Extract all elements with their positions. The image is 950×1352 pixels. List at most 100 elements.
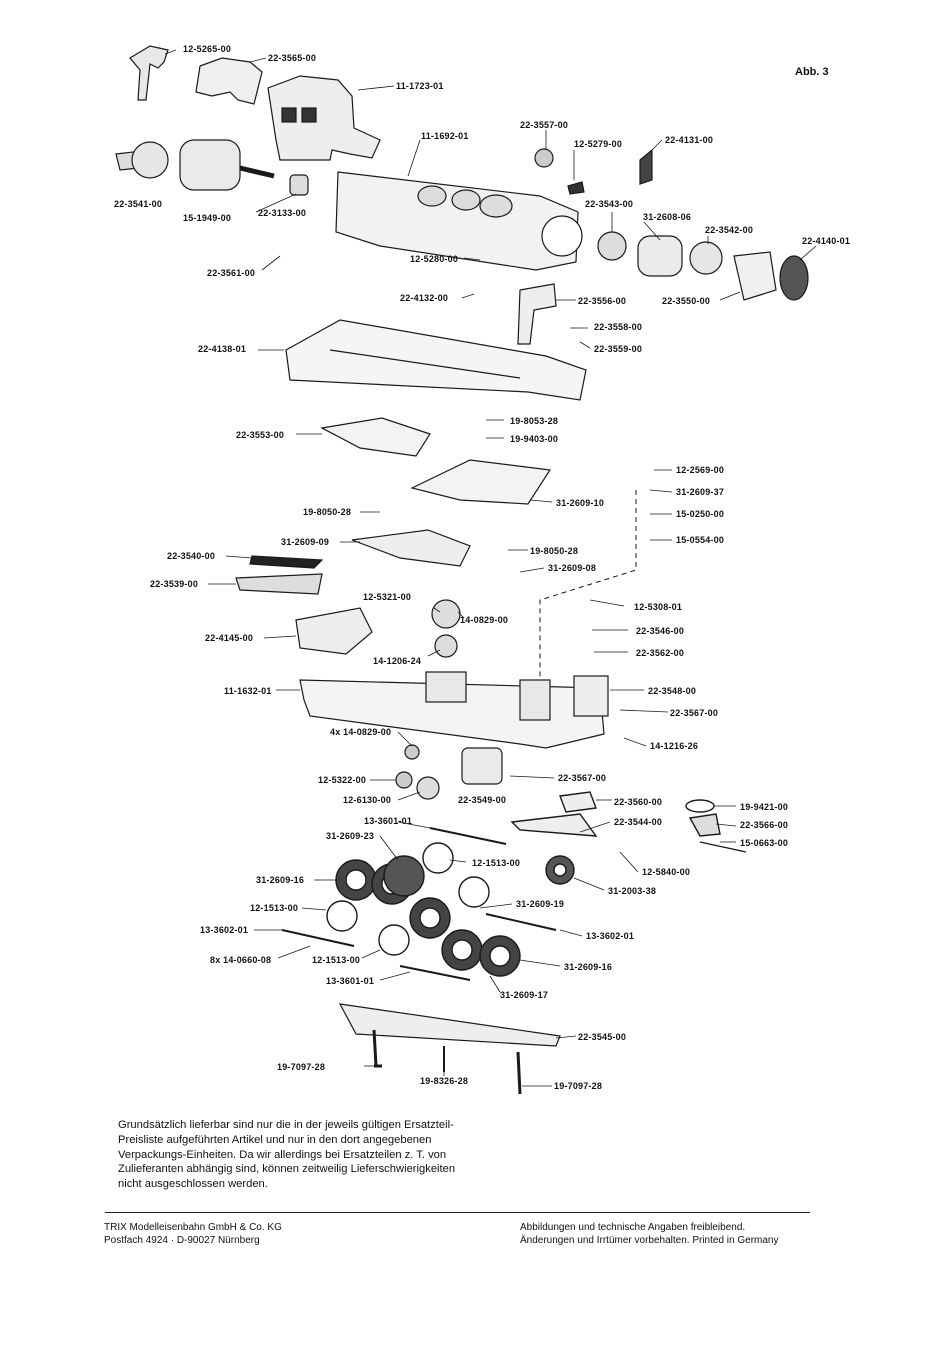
cab-roof-part bbox=[129, 45, 263, 105]
leader-lines bbox=[164, 49, 817, 1087]
disclaimer-line: Abbildungen und technische Angaben freib… bbox=[520, 1222, 746, 1233]
part-label: 11-1632-01 bbox=[224, 686, 272, 696]
part-label: 15-0663-00 bbox=[740, 838, 789, 848]
footer-divider bbox=[105, 1212, 810, 1213]
part-label: 31-2609-16 bbox=[256, 875, 305, 885]
part-label: 22-3567-00 bbox=[670, 708, 719, 718]
part-label: 15-0554-00 bbox=[676, 535, 725, 545]
part-label: 19-8050-28 bbox=[530, 546, 579, 556]
part-label: 22-3567-00 bbox=[558, 773, 607, 783]
part-label: 13-3601-01 bbox=[364, 816, 413, 826]
part-label: 19-9421-00 bbox=[740, 802, 789, 812]
part-label: 22-4132-00 bbox=[400, 293, 449, 303]
boiler-part bbox=[335, 171, 583, 271]
part-label: 31-2608-06 bbox=[643, 212, 692, 222]
part-label: 22-3549-00 bbox=[458, 795, 507, 805]
part-label: 12-5280-00 bbox=[410, 254, 459, 264]
part-label: 31-2609-10 bbox=[556, 498, 605, 508]
part-label: 22-4140-01 bbox=[802, 236, 851, 246]
part-label: 15-1949-00 bbox=[183, 213, 232, 223]
disclaimer: Abbildungen und technische Angaben freib… bbox=[520, 1222, 778, 1247]
part-label: 13-3602-01 bbox=[200, 925, 249, 935]
part-label: 22-3558-00 bbox=[594, 322, 643, 332]
cab-body-part bbox=[267, 75, 381, 161]
drive-parts-right bbox=[534, 148, 809, 301]
part-label: 14-0829-00 bbox=[460, 615, 509, 625]
part-label: 12-1513-00 bbox=[472, 858, 521, 868]
part-label: 22-3543-00 bbox=[585, 199, 634, 209]
part-label: 22-3559-00 bbox=[594, 344, 643, 354]
part-label: 19-8053-28 bbox=[510, 416, 559, 426]
part-label: 12-1513-00 bbox=[250, 903, 299, 913]
part-label: 31-2609-09 bbox=[281, 537, 330, 547]
part-label: 22-3560-00 bbox=[614, 797, 663, 807]
part-label: 22-3539-00 bbox=[150, 579, 199, 589]
part-label: 12-5308-01 bbox=[634, 602, 683, 612]
part-label: 12-5265-00 bbox=[183, 44, 232, 54]
part-label: 12-6130-00 bbox=[343, 795, 392, 805]
part-label: 31-2609-19 bbox=[516, 899, 565, 909]
part-label: 19-8326-28 bbox=[420, 1076, 469, 1086]
part-label: 8x 14-0660-08 bbox=[210, 955, 272, 965]
part-label: 22-3557-00 bbox=[520, 120, 569, 130]
part-label: 31-2609-16 bbox=[564, 962, 613, 972]
part-label: 22-3545-00 bbox=[578, 1032, 627, 1042]
main-frame-part bbox=[299, 671, 609, 749]
availability-note: Grundsätzlich lieferbar sind nur die in … bbox=[118, 1119, 456, 1191]
part-label: 22-3542-00 bbox=[705, 225, 754, 235]
company-address: TRIX Modelleisenbahn GmbH & Co. KG Postf… bbox=[104, 1222, 282, 1247]
part-label: 22-3548-00 bbox=[648, 686, 697, 696]
part-label: 22-3546-00 bbox=[636, 626, 685, 636]
part-label: 14-1216-26 bbox=[650, 741, 699, 751]
part-label: 12-1513-00 bbox=[312, 955, 361, 965]
part-label: 22-3544-00 bbox=[614, 817, 663, 827]
part-label: 19-7097-28 bbox=[554, 1081, 603, 1091]
figure-label: Abb. 3 bbox=[795, 66, 829, 78]
disclaimer-line: Änderungen und Irrtümer vorbehalten. Pri… bbox=[520, 1234, 779, 1246]
part-label: 22-3556-00 bbox=[578, 296, 627, 306]
part-label: 15-0250-00 bbox=[676, 509, 725, 519]
part-label: 31-2609-08 bbox=[548, 563, 597, 573]
assembly-guide-line bbox=[539, 490, 637, 680]
part-label: 12-5321-00 bbox=[363, 592, 412, 602]
upper-frame-part bbox=[285, 283, 587, 401]
part-label: 14-1206-24 bbox=[373, 656, 422, 666]
motor-part bbox=[115, 139, 309, 196]
part-label: 22-4131-00 bbox=[665, 135, 714, 145]
part-label: 13-3601-01 bbox=[326, 976, 375, 986]
part-label: 22-3550-00 bbox=[662, 296, 711, 306]
part-label: 22-4138-01 bbox=[198, 344, 247, 354]
gear-assembly-parts bbox=[235, 417, 552, 658]
part-label: 22-3553-00 bbox=[236, 430, 285, 440]
part-label: 22-3133-00 bbox=[258, 208, 307, 218]
part-label: 31-2609-17 bbox=[500, 990, 549, 1000]
company-postal: Postfach 4924 · D-90027 Nürnberg bbox=[104, 1234, 260, 1246]
part-label: 22-3540-00 bbox=[167, 551, 216, 561]
part-label: 31-2609-23 bbox=[326, 831, 375, 841]
part-label: 22-3562-00 bbox=[636, 648, 685, 658]
part-label: 22-4145-00 bbox=[205, 633, 254, 643]
wheel-sets bbox=[281, 791, 747, 981]
part-label: 31-2003-38 bbox=[608, 886, 657, 896]
part-label: 11-1723-01 bbox=[396, 81, 444, 91]
part-label: 12-5279-00 bbox=[574, 139, 623, 149]
bottom-plate-part bbox=[338, 1003, 561, 1095]
part-label: 19-8050-28 bbox=[303, 507, 352, 517]
part-label: 31-2609-37 bbox=[676, 487, 725, 497]
part-label: 11-1692-01 bbox=[421, 131, 469, 141]
part-label: 22-3541-00 bbox=[114, 199, 163, 209]
part-label: 19-9403-00 bbox=[510, 434, 559, 444]
company-name: TRIX Modelleisenbahn GmbH & Co. KG bbox=[104, 1222, 282, 1233]
part-label: 22-3566-00 bbox=[740, 820, 789, 830]
part-label: 22-3565-00 bbox=[268, 53, 317, 63]
part-label: 13-3602-01 bbox=[586, 931, 635, 941]
part-label: 12-5840-00 bbox=[642, 867, 691, 877]
part-label: 12-5322-00 bbox=[318, 775, 367, 785]
part-label: 22-3561-00 bbox=[207, 268, 256, 278]
part-label: 19-7097-28 bbox=[277, 1062, 326, 1072]
part-label: 12-2569-00 bbox=[676, 465, 725, 475]
part-label: 4x 14-0829-00 bbox=[330, 727, 392, 737]
small-gears bbox=[395, 744, 503, 800]
